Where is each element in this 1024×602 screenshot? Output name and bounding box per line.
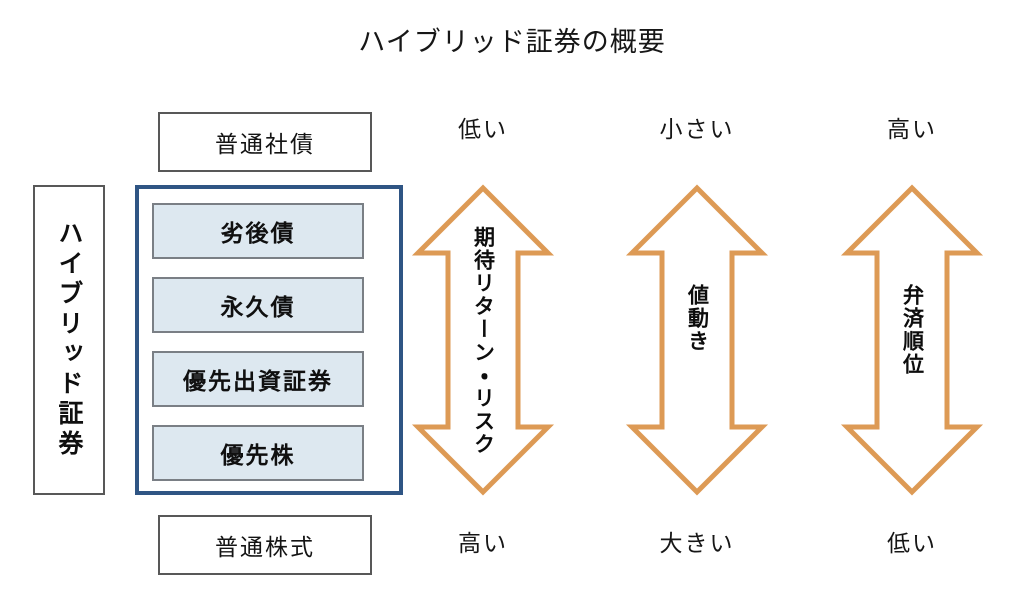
double-arrow-repayment-seniority [840,184,984,496]
page-title: ハイブリッド証券の概要 [358,27,666,57]
box-preferred-stock: 優先株 [152,425,364,481]
arrow-column-price-movement: 小さい 値動き 大きい [597,0,797,602]
arrow-bottom-label-price-movement: 大きい [659,530,735,556]
hybrid-securities-label: ハイブリッド証券 [55,220,83,460]
box-common-stock: 普通株式 [158,515,372,575]
arrow-top-label-price-movement: 小さい [659,116,735,142]
arrow-top-label-expected-return-risk: 低い [458,116,508,142]
box-preferred-investment-security: 優先出資証券 [152,351,364,407]
double-arrow-expected-return-risk [411,184,555,496]
arrow-bottom-label-expected-return-risk: 高い [458,530,508,556]
hybrid-securities-label-box: ハイブリッド証券 [33,185,105,495]
arrow-bottom-label-repayment-seniority: 低い [887,530,937,556]
arrow-top-label-repayment-seniority: 高い [887,116,937,142]
box-straight-bond: 普通社債 [158,112,372,172]
arrow-column-repayment-seniority: 高い 弁済順位 低い [812,0,1012,602]
box-subordinated-bond: 劣後債 [152,203,364,259]
box-perpetual-bond: 永久債 [152,277,364,333]
arrow-column-expected-return-risk: 低い 期待リターン・リスク 高い [383,0,583,602]
double-arrow-price-movement [625,184,769,496]
